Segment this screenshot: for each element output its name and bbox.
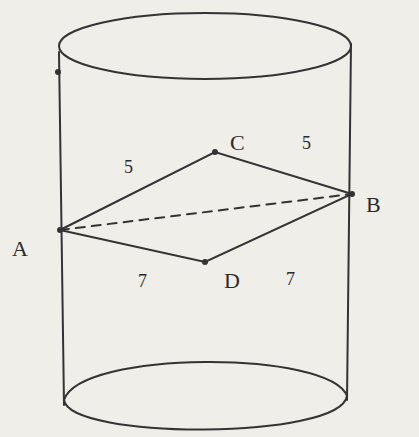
diagonal-ab [60, 194, 352, 230]
point-c [212, 149, 218, 155]
mark-dot [55, 69, 61, 75]
quadrilateral [60, 152, 352, 262]
length-label: 7 [138, 272, 147, 290]
point-a [57, 227, 63, 233]
vertex-label: A [12, 238, 28, 260]
right-side [347, 44, 351, 400]
top-ellipse [59, 13, 351, 79]
vertex-label: D [224, 270, 240, 292]
length-label: 5 [124, 158, 133, 176]
length-label: 7 [286, 270, 295, 288]
vertex-label: C [230, 132, 245, 154]
bottom-back-arc [64, 362, 347, 400]
bottom-front-arc [64, 396, 347, 430]
point-d [202, 259, 208, 265]
point-b [349, 191, 355, 197]
length-label: 5 [302, 134, 311, 152]
vertex-label: B [366, 194, 381, 216]
